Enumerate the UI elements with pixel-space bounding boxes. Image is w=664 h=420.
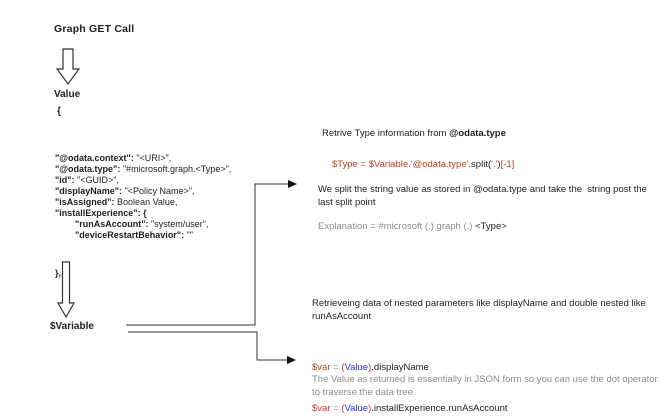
code-segment: $Type = $Variable.'@odata.type' xyxy=(332,159,469,170)
code-segment: '.' xyxy=(491,159,498,170)
json-line: "@odata.context": "<URI>", xyxy=(55,153,172,163)
type-section-heading: Retrive Type information from @odata.typ… xyxy=(322,127,506,140)
type-code-line: $Type = $Variable.'@odata.type'.split('.… xyxy=(332,158,514,172)
block-arrow-icon xyxy=(55,48,81,86)
json-line: "deviceRestartBehavior": "" xyxy=(75,230,193,240)
json-line: "displayName": "<Policy Name>", xyxy=(55,186,195,196)
flow-title: Graph GET Call xyxy=(54,23,135,35)
json-line: "installExperience": { xyxy=(55,208,147,218)
code-segment: .displayName xyxy=(371,362,429,373)
arrowhead-right-icon xyxy=(288,180,297,188)
type-heading-text: Retrive Type information from xyxy=(322,128,450,139)
type-heading-odata: @odata.type xyxy=(449,128,506,139)
arrowhead-right-icon xyxy=(287,356,296,364)
json-lines: "@odata.context": "<URI>","@odata.type":… xyxy=(55,153,231,241)
json-line: "runAsAccount": "system/user", xyxy=(75,219,209,229)
json-close-brace: }, xyxy=(55,268,62,278)
nested-footnote: The Value as returned is essentially in … xyxy=(312,374,661,398)
code-segment: .split( xyxy=(468,159,492,170)
type-split-body: We split the string value as stored in @… xyxy=(318,184,650,208)
json-block: "@odata.context": "<URI>","@odata.type":… xyxy=(55,131,231,301)
code-segment: Value xyxy=(344,362,369,373)
code-segment: ( xyxy=(341,402,345,414)
explanation-gray-text: Explanation = #microsoft (.) graph (.) xyxy=(318,221,476,232)
json-line: "isAssigned": Boolean Value, xyxy=(55,197,178,207)
flow-arrow-down-top xyxy=(55,48,81,86)
variable-label: $Variable xyxy=(50,321,94,332)
code-segment: $var xyxy=(312,402,331,414)
json-line: "@odata.type": "#microsoft.graph.<Type>"… xyxy=(55,164,232,174)
var-code-line-1: $var = (Value).displayName xyxy=(312,361,508,375)
code-segment: = xyxy=(330,402,342,414)
nested-section-heading: Retrieveing data of nested parameters li… xyxy=(312,298,649,322)
code-segment: ) xyxy=(368,362,372,373)
code-segment: ) xyxy=(497,159,501,170)
code-segment: = xyxy=(330,362,342,373)
code-segment: ) xyxy=(368,402,372,414)
explanation-type-token: <Type> xyxy=(475,221,507,232)
connector-variable-to-nested xyxy=(128,331,287,361)
value-label: Value xyxy=(54,89,81,100)
code-segment: .installExperience.runAsAccount xyxy=(371,402,508,414)
code-segment: [-1] xyxy=(500,159,515,170)
block-arrow-icon xyxy=(56,261,76,319)
var-code-line-2: $var = (Value).installExperience.runAsAc… xyxy=(312,402,508,416)
code-segment: ( xyxy=(341,362,345,373)
code-segment: $var xyxy=(312,362,331,373)
nested-code-block: $var = (Value).displayName $var = (Value… xyxy=(312,334,508,420)
flow-arrow-down-bottom xyxy=(56,261,76,319)
json-open-brace: { xyxy=(57,106,61,117)
type-explanation: Explanation = #microsoft (.) graph (.) <… xyxy=(318,220,507,233)
json-line: "id": "<GUID>", xyxy=(55,175,119,185)
code-segment: Value xyxy=(344,402,369,414)
